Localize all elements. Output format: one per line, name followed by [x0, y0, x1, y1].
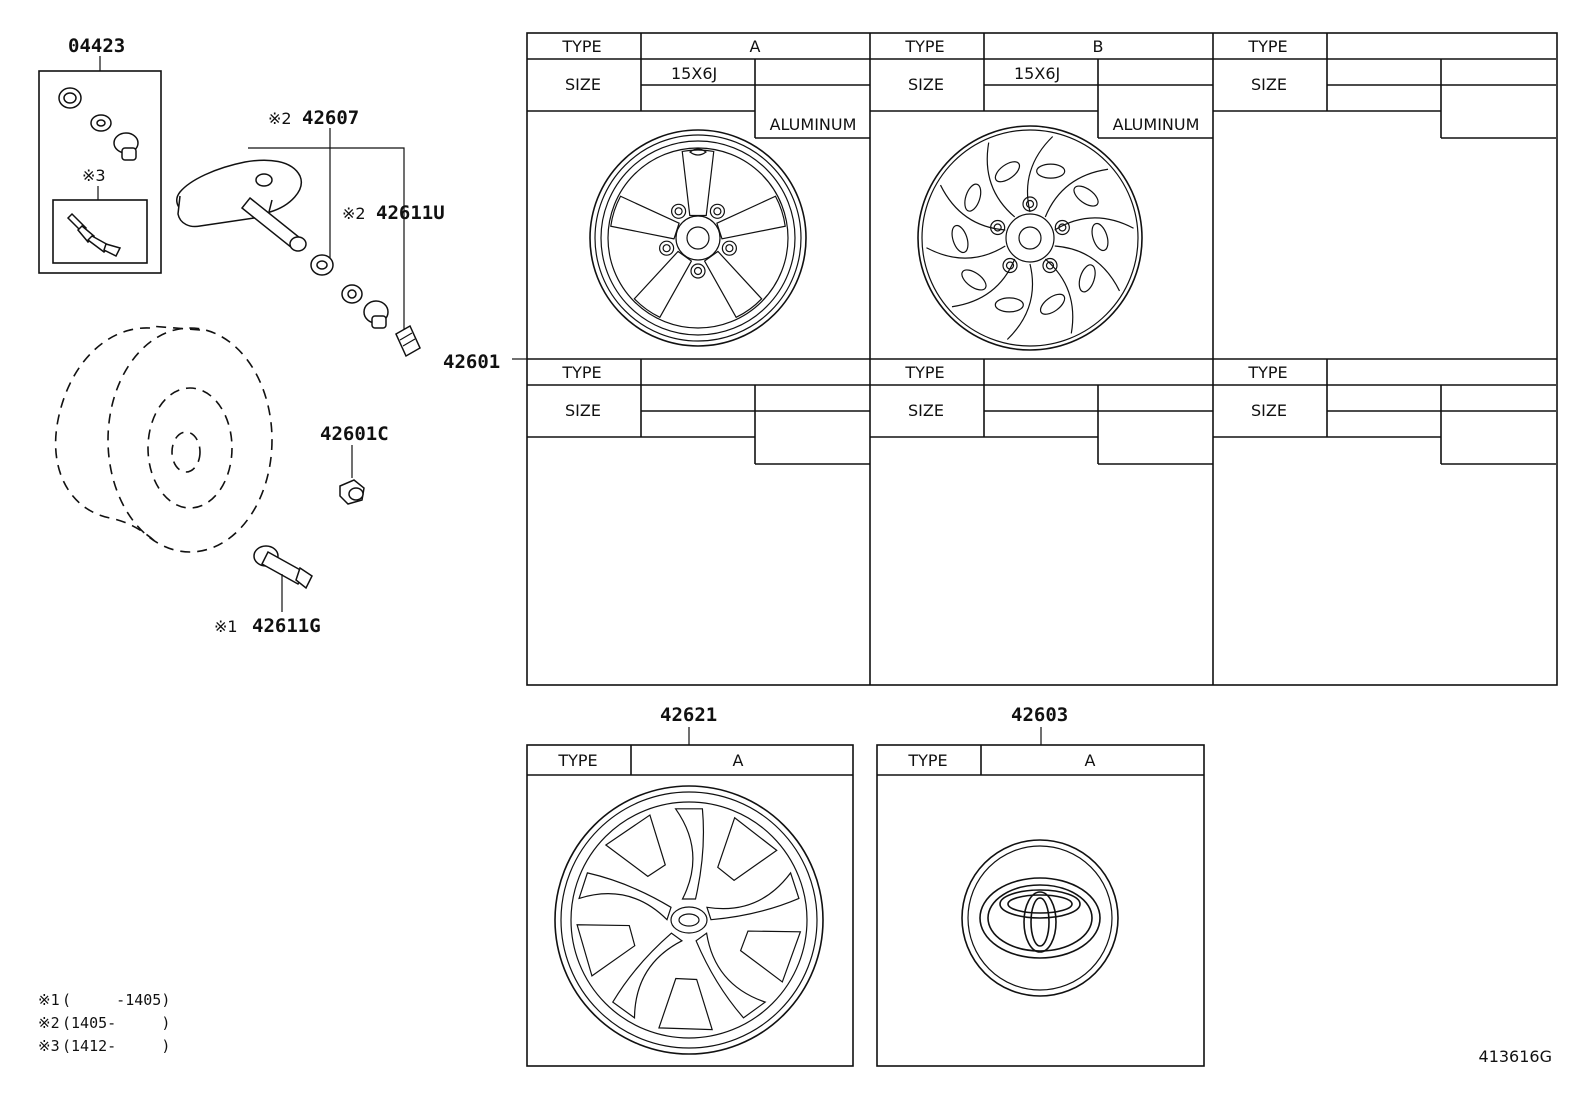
- type-label: TYPE: [904, 363, 944, 382]
- wheel-type-b-icon: [917, 125, 1143, 351]
- note-1-range: ( -1405): [62, 991, 170, 1009]
- wheel-cell: TYPE SIZE: [1213, 359, 1556, 465]
- part-number-42603[interactable]: 42603: [1011, 704, 1068, 726]
- part-number-42611G[interactable]: 42611G: [252, 615, 321, 637]
- note-1-mark: ※1: [38, 991, 60, 1009]
- wheel-cell: TYPE B SIZE 15X6J ALUMINUM: [870, 33, 1213, 139]
- type-label: TYPE: [561, 37, 601, 56]
- wheel-outline-icon: [54, 325, 273, 553]
- note-2-range: (1405- ): [62, 1014, 170, 1032]
- center-cap-box: [876, 744, 1205, 1067]
- material-value: ALUMINUM: [1113, 115, 1200, 134]
- part-number-42611U[interactable]: 42611U: [376, 202, 445, 224]
- size-label: SIZE: [1251, 401, 1287, 420]
- valve-kit-grommet-icon: [58, 87, 82, 109]
- valve-kit-box: [38, 70, 162, 274]
- valve-mark: ※1: [214, 617, 238, 636]
- footnotes: ※1 ( -1405) ※2 (1405- ) ※3 (1412- ): [38, 991, 170, 1055]
- size-value: 15X6J: [671, 64, 717, 83]
- type-label: TYPE: [1247, 363, 1287, 382]
- type-label: TYPE: [1247, 37, 1287, 56]
- size-value: 15X6J: [1014, 64, 1060, 83]
- part-number-42607[interactable]: 42607: [302, 107, 359, 129]
- note-2-mark: ※2: [38, 1014, 60, 1032]
- kit-insert-mark: ※3: [82, 166, 106, 185]
- ornament-box: [526, 744, 854, 1067]
- valve-kit-nut-icon: [113, 132, 139, 161]
- wheel-cell: TYPE SIZE: [1213, 33, 1556, 139]
- center-cap-icon: [961, 839, 1119, 997]
- valve-core-box: [52, 199, 148, 264]
- wheel-ornament-icon: [554, 785, 824, 1055]
- part-number-42601[interactable]: 42601: [443, 351, 500, 373]
- type-label: TYPE: [904, 37, 944, 56]
- hub-nut-icon: [339, 479, 365, 505]
- size-label: SIZE: [565, 401, 601, 420]
- part-number-04423[interactable]: 04423: [68, 35, 125, 57]
- size-label: SIZE: [565, 75, 601, 94]
- wheel-cell: TYPE SIZE: [527, 359, 870, 465]
- size-label: SIZE: [1251, 75, 1287, 94]
- valve-cap-mark: ※2: [342, 204, 366, 223]
- type-label: TYPE: [561, 363, 601, 382]
- type-value: A: [750, 37, 761, 56]
- type-value: B: [1093, 37, 1104, 56]
- tpms-sensor-icon: [176, 159, 307, 252]
- ornament-type-label: TYPE: [557, 751, 597, 770]
- note-3-range: (1412- ): [62, 1037, 170, 1055]
- diagram-code: 413616G: [1479, 1047, 1552, 1066]
- wheel-cell: TYPE A SIZE 15X6J ALUMINUM: [527, 33, 870, 139]
- valve-core-icon: [66, 212, 122, 258]
- wheel-cell: TYPE SIZE: [870, 359, 1213, 465]
- valve-kit-washer-icon: [90, 114, 112, 132]
- part-number-42621[interactable]: 42621: [660, 704, 717, 726]
- valve-cap-icon: [395, 324, 421, 358]
- part-number-42601C[interactable]: 42601C: [320, 423, 389, 445]
- wheel-type-a-icon: [589, 129, 807, 347]
- size-label: SIZE: [908, 75, 944, 94]
- note-3-mark: ※3: [38, 1037, 60, 1055]
- wheel-type-table: [526, 32, 1558, 686]
- ornament-type-value: A: [733, 751, 744, 770]
- material-value: ALUMINUM: [770, 115, 857, 134]
- valve-stem-icon: [253, 545, 313, 590]
- sensor-washer-icon: [341, 284, 363, 304]
- cap-type-value: A: [1085, 751, 1096, 770]
- cap-type-label: TYPE: [907, 751, 947, 770]
- size-label: SIZE: [908, 401, 944, 420]
- sensor-grommet-icon: [310, 254, 334, 276]
- sensor-nut-icon: [363, 300, 389, 329]
- sensor-mark: ※2: [268, 109, 292, 128]
